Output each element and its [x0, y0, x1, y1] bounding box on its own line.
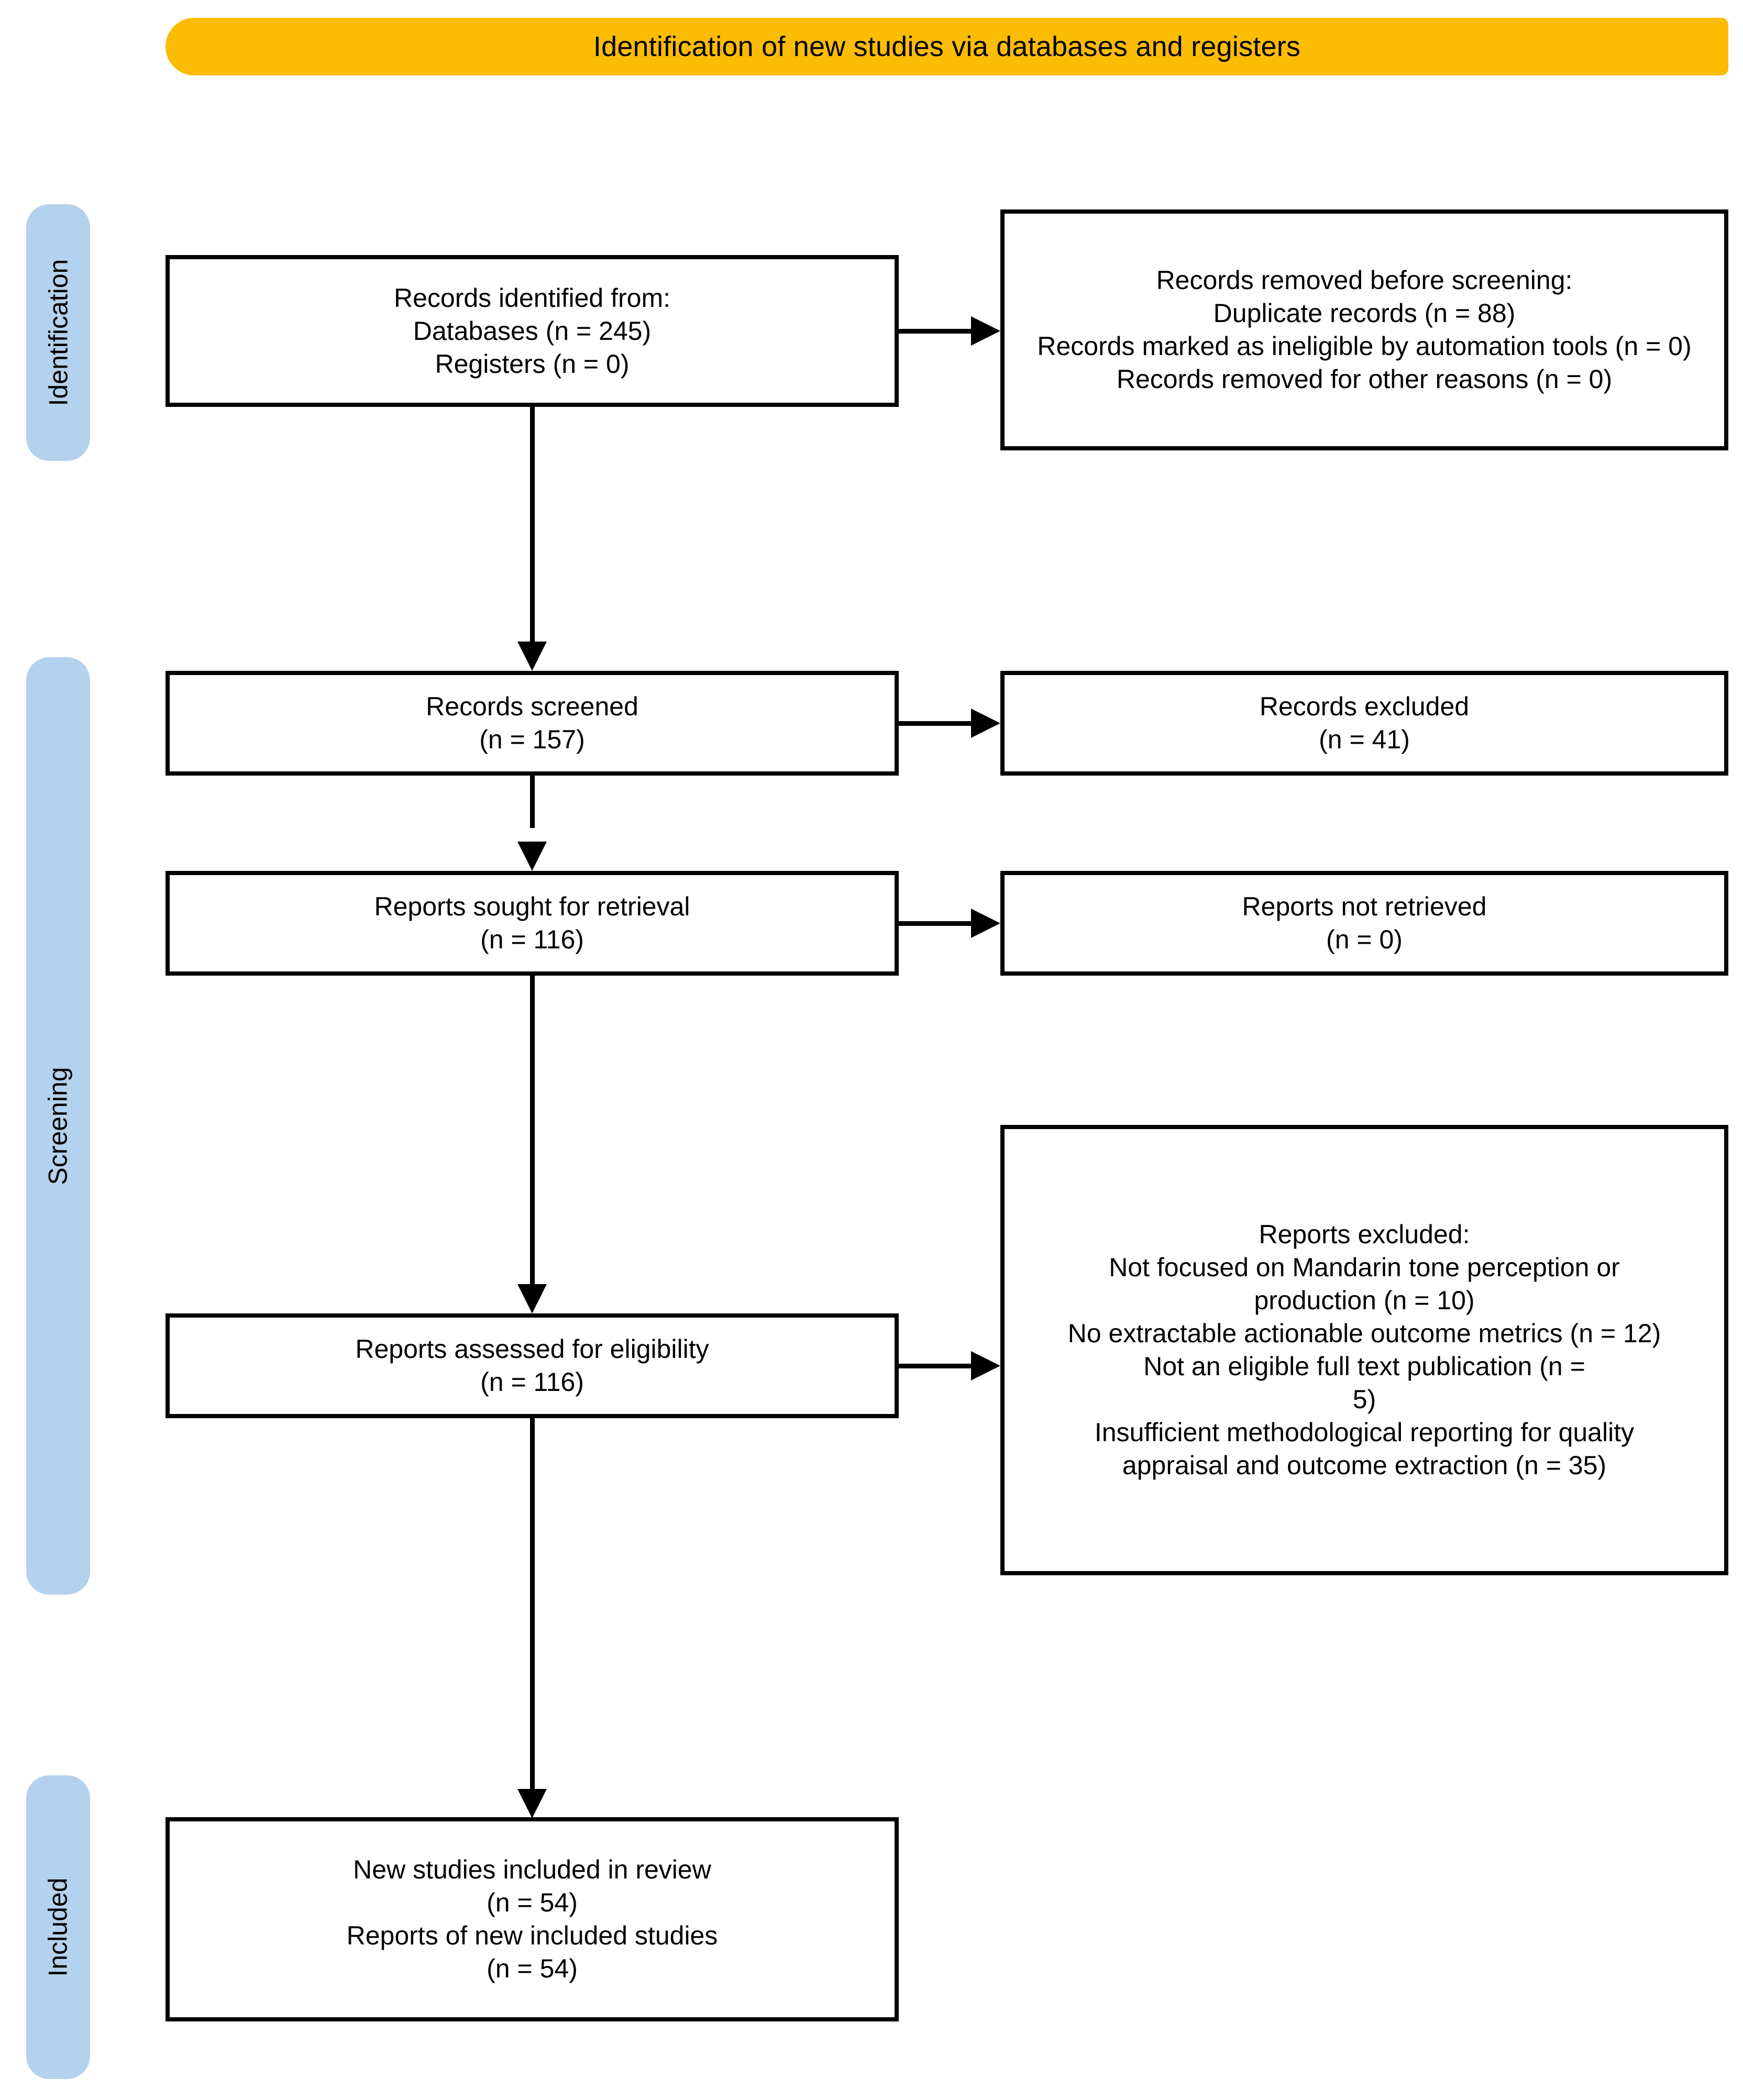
box-reports-not-retrieved-line-2: (n = 0) — [1326, 925, 1403, 954]
box-records-removed-line-3: Records marked as ineligible by automati… — [1037, 331, 1692, 361]
stage-screening-label: Screening — [43, 1067, 73, 1185]
stage-identification: Identification — [26, 204, 90, 461]
header-banner: Identification of new studies via databa… — [166, 18, 1728, 75]
arrowhead-identified-to-screened — [517, 642, 547, 671]
box-reports-sought-line-2: (n = 116) — [480, 925, 584, 954]
arrowhead-assessed-to-included — [517, 1789, 547, 1818]
box-included-line-2: (n = 54) — [487, 1888, 578, 1917]
arrowhead-sought-to-assessed — [517, 1284, 547, 1313]
header-banner-title: Identification of new studies via databa… — [593, 31, 1301, 62]
box-reports-not-retrieved-line-1: Reports not retrieved — [1242, 892, 1487, 921]
box-records-identified-line-2: Databases (n = 245) — [413, 316, 652, 346]
arrowhead-screened-to-sought — [517, 842, 547, 871]
connector-screened-to-sought — [530, 776, 535, 828]
box-reports-excluded-line-1: Reports excluded: — [1259, 1220, 1470, 1249]
box-records-removed-line-4: Records removed for other reasons (n = 0… — [1116, 364, 1613, 394]
box-reports-excluded-line-5: Insufficient methodological reporting fo… — [1094, 1418, 1635, 1480]
box-reports-not-retrieved: Reports not retrieved (n = 0) — [1000, 871, 1728, 976]
box-records-screened-line-2: (n = 157) — [479, 725, 585, 754]
box-records-removed-line-1: Records removed before screening: — [1156, 266, 1573, 295]
box-records-excluded: Records excluded (n = 41) — [1000, 671, 1728, 776]
stage-identification-label: Identification — [43, 259, 73, 406]
arrowhead-identified-to-removed — [971, 316, 1000, 346]
box-records-identified-line-1: Records identified from: — [393, 283, 670, 313]
box-reports-assessed-line-1: Reports assessed for eligibility — [355, 1334, 709, 1364]
box-reports-excluded-line-3: No extractable actionable outcome metric… — [1067, 1319, 1661, 1348]
box-records-removed-before-screening: Records removed before screening: Duplic… — [1000, 209, 1728, 450]
connector-screened-to-excluded — [899, 721, 972, 726]
stage-included: Included — [26, 1775, 90, 2079]
box-records-screened: Records screened (n = 157) — [166, 671, 899, 776]
box-records-excluded-line-2: (n = 41) — [1319, 725, 1410, 754]
connector-assessed-to-excluded — [899, 1364, 972, 1368]
box-new-studies-included: New studies included in review (n = 54) … — [166, 1817, 899, 2021]
box-reports-excluded: Reports excluded: Not focused on Mandari… — [1000, 1125, 1728, 1575]
box-included-line-3: Reports of new included studies — [346, 1921, 718, 1950]
box-reports-excluded-line-4: Not an eligible full text publication (n… — [1143, 1352, 1585, 1414]
box-reports-excluded-line-2: Not focused on Mandarin tone perception … — [1109, 1253, 1620, 1315]
box-records-screened-line-1: Records screened — [426, 692, 638, 721]
box-reports-sought: Reports sought for retrieval (n = 116) — [166, 871, 899, 976]
connector-identified-to-removed — [899, 329, 972, 334]
box-included-line-4: (n = 54) — [487, 1954, 578, 1983]
box-reports-assessed: Reports assessed for eligibility (n = 11… — [166, 1313, 899, 1418]
connector-sought-to-assessed — [530, 976, 535, 1285]
connector-sought-to-not-retrieved — [899, 921, 972, 926]
box-reports-sought-line-1: Reports sought for retrieval — [374, 892, 690, 921]
box-reports-assessed-line-2: (n = 116) — [480, 1367, 584, 1397]
stage-screening: Screening — [26, 657, 90, 1595]
box-records-identified: Records identified from: Databases (n = … — [166, 255, 899, 407]
arrowhead-screened-to-excluded — [971, 709, 1000, 738]
connector-assessed-to-included — [530, 1418, 535, 1790]
box-records-removed-line-2: Duplicate records (n = 88) — [1213, 299, 1516, 328]
stage-included-label: Included — [43, 1877, 73, 1977]
box-included-line-1: New studies included in review — [353, 1855, 711, 1884]
connector-identified-to-screened — [530, 407, 535, 643]
box-records-identified-line-3: Registers (n = 0) — [435, 349, 630, 379]
box-records-excluded-line-1: Records excluded — [1259, 692, 1470, 721]
arrowhead-assessed-to-excluded — [971, 1351, 1000, 1380]
arrowhead-sought-to-not-retrieved — [971, 909, 1000, 938]
